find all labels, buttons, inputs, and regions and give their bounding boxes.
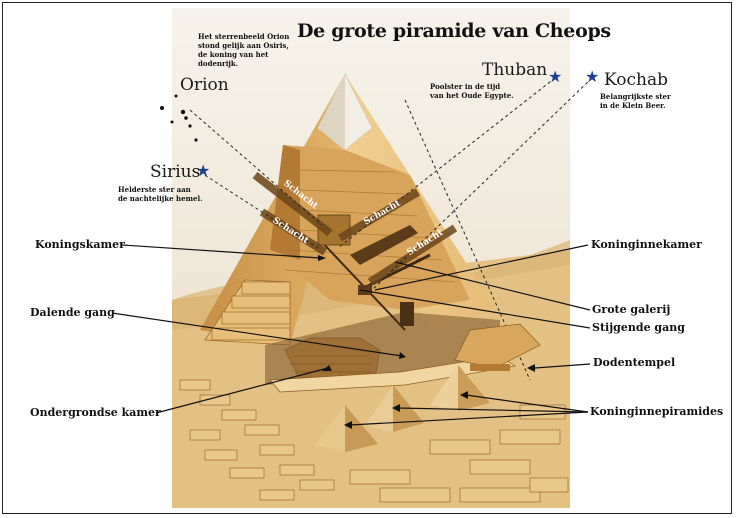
- orion-note-line: de koning van het: [198, 50, 269, 59]
- grand-gallery-shape: [350, 225, 418, 265]
- label-ondergrondse-kamer: Ondergrondse kamer: [30, 406, 161, 419]
- sirius-note-line: de nachtelijke hemel.: [118, 194, 203, 203]
- thuban-note-line: Poolster in de tijd: [430, 82, 501, 91]
- label-koningskamer: Koningskamer: [35, 238, 125, 251]
- star-alignment-lines: [189, 77, 593, 381]
- queens-pyramid-3: [430, 365, 490, 411]
- sirius-note-line: Helderste ster aan: [118, 185, 191, 194]
- mastaba-field: [179, 379, 569, 503]
- page-title: De grote piramide van Cheops: [297, 20, 611, 42]
- orion-note: Het sterrenbeeld Orion stond gelijk aan …: [198, 32, 313, 68]
- sirius-note: Helderste ster aan de nachtelijke hemel.: [118, 185, 218, 203]
- kochab-note-line: in de Klein Beer.: [600, 101, 666, 110]
- orion-note-line: stond gelijk aan Osiris,: [198, 41, 289, 50]
- label-grote-galerij: Grote galerij: [592, 303, 671, 316]
- label-dalende-gang: Dalende gang: [30, 306, 115, 319]
- mortuary-temple: [454, 323, 541, 369]
- thuban-note: Poolster in de tijd van het Oude Egypte.: [430, 82, 540, 100]
- label-dodentempel: Dodentempel: [593, 356, 676, 369]
- leader-lines: [111, 244, 591, 426]
- arrow-heads: [318, 255, 535, 429]
- orion-label: Orion: [180, 75, 229, 95]
- label-koninginnekamer: Koninginnekamer: [591, 238, 702, 251]
- orion-note-line: Het sterrenbeeld Orion: [198, 32, 290, 41]
- kochab-note-line: Belangrijkste ster: [600, 92, 671, 101]
- label-koninginnepiramides: Koninginnepiramides: [590, 405, 724, 418]
- kochab-note: Belangrijkste ster in de Klein Beer.: [600, 92, 710, 110]
- kochab-star-icon: ★: [585, 67, 599, 86]
- queens-pyramid-1: [315, 405, 378, 452]
- kochab-label: Kochab: [604, 70, 668, 90]
- sirius-star-icon: ★: [196, 161, 210, 180]
- queens-chamber-block: [358, 285, 372, 295]
- thuban-star-icon: ★: [548, 67, 562, 86]
- label-stijgende-gang: Stijgende gang: [592, 321, 685, 334]
- temple-enclosure: [269, 355, 516, 393]
- sirius-label: Sirius: [150, 162, 201, 182]
- entrance-block: [400, 302, 414, 326]
- thuban-note-line: van het Oude Egypte.: [430, 91, 514, 100]
- orion-note-line: dodenrijk.: [198, 59, 239, 68]
- orion-stars: [160, 94, 198, 142]
- thuban-label: Thuban: [482, 60, 548, 80]
